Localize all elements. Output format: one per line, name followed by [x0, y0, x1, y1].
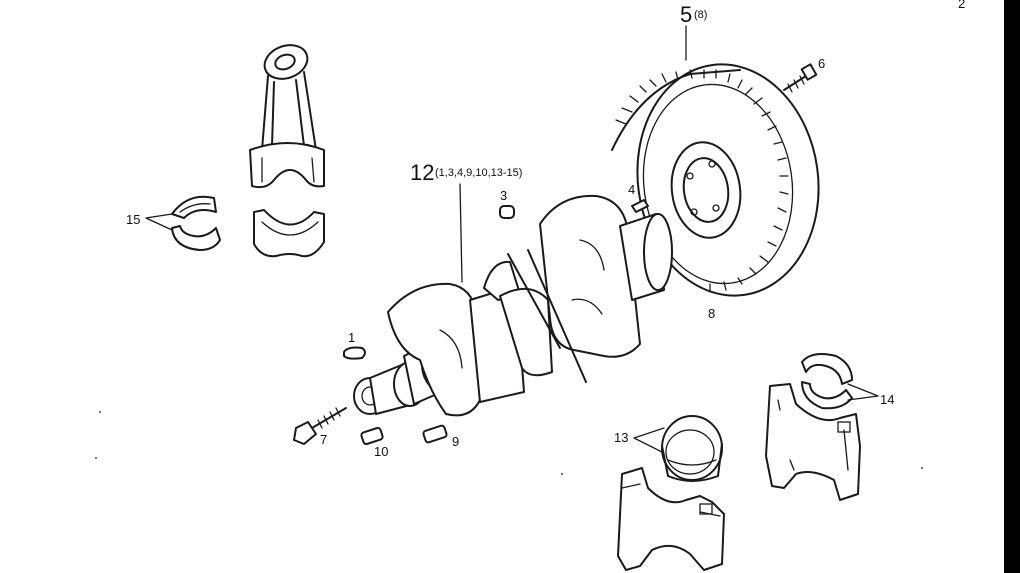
label-9: 9: [452, 434, 459, 449]
main-bearing-shell: [661, 415, 723, 482]
label-10: 10: [374, 444, 388, 459]
label-15: 15: [126, 212, 140, 227]
leader-15: [145, 213, 173, 231]
leader-13: [633, 427, 665, 453]
corner-mark: 2: [958, 0, 965, 11]
crankshaft: [353, 194, 673, 417]
dowel-9: [422, 424, 448, 444]
key-4: [631, 199, 649, 213]
label-5-sub: (8): [694, 9, 707, 21]
leader-12: [459, 183, 463, 283]
right-border: [1004, 0, 1020, 573]
label-7: 7: [320, 432, 327, 447]
connecting-rod-cap: [253, 209, 325, 258]
key-1: [343, 346, 366, 360]
label-4: 4: [628, 182, 635, 197]
dowel-3: [499, 205, 515, 219]
flywheel: [611, 63, 820, 297]
rod-bearing-shells: [171, 195, 221, 251]
connecting-rod: [249, 44, 325, 189]
leader-14: [847, 383, 879, 401]
label-13: 13: [614, 430, 628, 445]
thrust-washers: [801, 353, 853, 410]
main-bearing-cap: [617, 467, 725, 571]
label-5: 5: [680, 2, 692, 27]
thrust-bearing-cap: [765, 383, 861, 501]
flywheel-bolt: [783, 63, 818, 93]
dowel-10: [360, 426, 384, 446]
label-3: 3: [500, 188, 507, 203]
label-8: 8: [708, 306, 715, 321]
label-12-sub: (1,3,4,9,10,13-15): [435, 167, 522, 179]
pulley-bolt: [293, 407, 347, 445]
label-6: 6: [818, 56, 825, 71]
label-1: 1: [348, 330, 355, 345]
label-12: 12: [410, 160, 434, 185]
label-14: 14: [880, 392, 894, 407]
